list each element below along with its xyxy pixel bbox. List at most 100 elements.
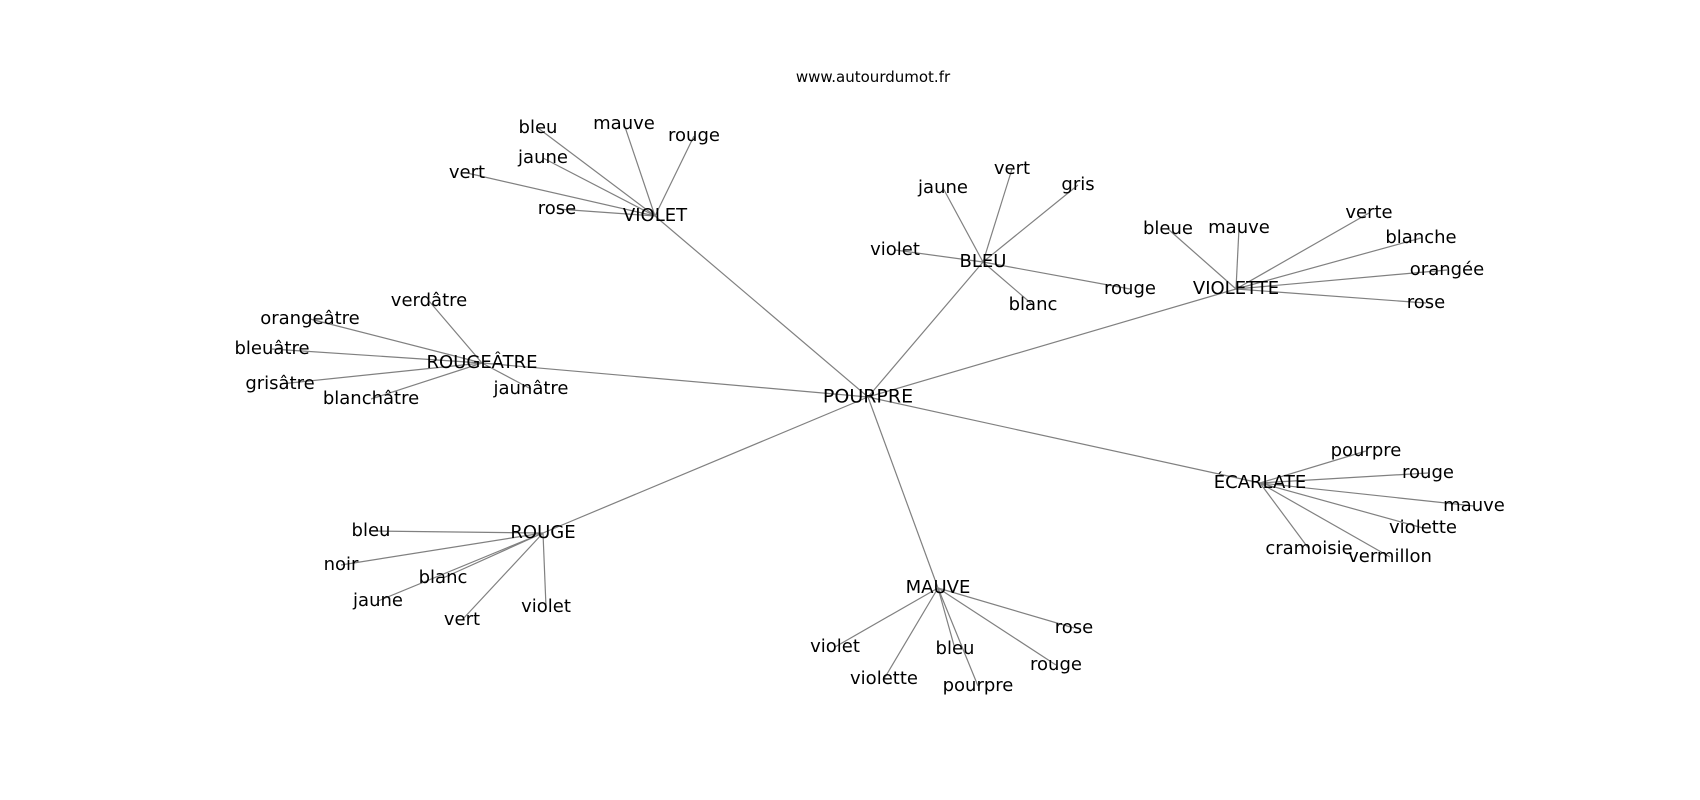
edge-center-1 — [867, 261, 984, 398]
hub-node-label[interactable]: ROUGEÂTRE — [427, 351, 538, 373]
leaf-node-label[interactable]: cramoisie — [1265, 538, 1352, 559]
edge-2-4 — [1235, 269, 1448, 290]
leaf-node-label[interactable]: jaune — [352, 590, 403, 611]
edge-6-4 — [937, 587, 1075, 629]
leaf-node-label[interactable]: rouge — [1030, 654, 1082, 675]
edge-1-2 — [982, 184, 1079, 263]
edge-3-0 — [428, 300, 483, 364]
edge-4-0 — [1259, 450, 1367, 484]
leaf-node-label[interactable]: grisâtre — [245, 373, 314, 394]
edge-4-2 — [1259, 482, 1475, 507]
leaf-node-label[interactable]: violet — [521, 596, 571, 617]
leaf-node-label[interactable]: pourpre — [943, 675, 1014, 696]
edge-6-5 — [937, 587, 1057, 666]
leaf-node-label[interactable]: verte — [1345, 202, 1392, 223]
edge-4-5 — [1259, 482, 1391, 558]
edge-3-1 — [309, 318, 483, 364]
edge-5-3 — [377, 532, 544, 602]
leaf-node-label[interactable]: violette — [850, 668, 918, 689]
leaf-node-label[interactable]: blanche — [1385, 227, 1456, 248]
edge-2-5 — [1235, 288, 1427, 304]
edges-layer — [271, 123, 1475, 687]
edge-0-3 — [542, 157, 656, 217]
edge-4-3 — [1259, 482, 1424, 529]
site-watermark: www.autourdumot.fr — [796, 68, 951, 86]
leaf-node-label[interactable]: blanc — [1009, 294, 1058, 315]
edge-2-2 — [1235, 212, 1370, 290]
leaf-node-label[interactable]: rose — [538, 198, 576, 219]
edge-4-4 — [1259, 482, 1310, 550]
edge-3-3 — [279, 362, 483, 385]
leaf-node-label[interactable]: vert — [994, 158, 1030, 179]
edge-6-2 — [937, 587, 956, 650]
leaf-node-label[interactable]: vermillon — [1348, 546, 1432, 567]
leaf-node-label[interactable]: bleu — [519, 117, 558, 138]
leaf-node-label[interactable]: rose — [1055, 617, 1093, 638]
leaf-node-label[interactable]: bleuâtre — [234, 338, 309, 359]
edge-center-5 — [542, 396, 869, 534]
edge-center-2 — [867, 288, 1237, 398]
leaf-node-label[interactable]: gris — [1061, 174, 1094, 195]
leaf-node-label[interactable]: bleu — [352, 520, 391, 541]
edge-5-0 — [370, 530, 544, 534]
edge-1-1 — [982, 168, 1013, 263]
edge-0-2 — [654, 135, 695, 217]
leaf-node-label[interactable]: vert — [444, 609, 480, 630]
edge-center-4 — [867, 396, 1261, 484]
leaf-node-label[interactable]: violette — [1389, 517, 1457, 538]
edge-center-0 — [654, 215, 869, 398]
leaf-node-label[interactable]: rouge — [1402, 462, 1454, 483]
edge-5-4 — [461, 532, 544, 621]
leaf-node-label[interactable]: blanc — [419, 567, 468, 588]
leaf-node-label[interactable]: orangée — [1410, 259, 1484, 280]
edge-center-6 — [867, 396, 939, 589]
edge-3-5 — [481, 362, 532, 390]
edge-6-3 — [937, 587, 979, 687]
edge-5-5 — [542, 532, 547, 608]
edge-1-4 — [982, 261, 1131, 290]
edge-6-0 — [834, 587, 939, 648]
edge-1-3 — [894, 249, 984, 263]
hub-node-label[interactable]: ÉCARLATE — [1214, 471, 1307, 493]
center-node-label[interactable]: POURPRE — [823, 386, 913, 408]
edge-0-1 — [623, 123, 656, 217]
leaf-node-label[interactable]: mauve — [593, 113, 655, 134]
edge-6-1 — [883, 587, 939, 680]
edge-center-3 — [481, 362, 869, 398]
leaf-node-label[interactable]: jaune — [517, 147, 568, 168]
edge-2-3 — [1235, 237, 1422, 290]
edge-0-0 — [537, 127, 656, 217]
edge-2-1 — [1235, 227, 1240, 290]
leaf-node-label[interactable]: pourpre — [1331, 440, 1402, 461]
leaf-node-label[interactable]: jaunâtre — [492, 378, 568, 399]
edge-3-4 — [370, 362, 483, 400]
edge-5-1 — [340, 532, 544, 566]
hub-node-label[interactable]: BLEU — [960, 251, 1007, 272]
leaf-node-label[interactable]: rouge — [668, 125, 720, 146]
labels-layer: POURPRE VIOLET bleu mauve rouge jaune vert rose… — [234, 113, 1504, 696]
edge-2-0 — [1167, 228, 1237, 290]
hub-node-label[interactable]: ROUGE — [510, 522, 575, 543]
leaf-node-label[interactable]: violet — [870, 239, 920, 260]
hub-node-label[interactable]: MAUVE — [906, 577, 971, 598]
leaf-node-label[interactable]: rouge — [1104, 278, 1156, 299]
leaf-node-label[interactable]: bleu — [936, 638, 975, 659]
leaf-node-label[interactable]: orangeâtre — [260, 308, 360, 329]
edge-3-2 — [271, 348, 483, 364]
edge-0-5 — [556, 208, 656, 217]
leaf-node-label[interactable]: vert — [449, 162, 485, 183]
leaf-node-label[interactable]: mauve — [1208, 217, 1270, 238]
leaf-node-label[interactable]: jaune — [917, 177, 968, 198]
leaf-node-label[interactable]: verdâtre — [391, 290, 467, 311]
leaf-node-label[interactable]: noir — [324, 554, 359, 575]
leaf-node-label[interactable]: blanchâtre — [323, 388, 419, 409]
hub-node-label[interactable]: VIOLETTE — [1193, 278, 1279, 299]
leaf-node-label[interactable]: violet — [810, 636, 860, 657]
leaf-node-label[interactable]: rose — [1407, 292, 1445, 313]
edge-0-4 — [466, 172, 656, 217]
hub-node-label[interactable]: VIOLET — [623, 205, 688, 226]
leaf-node-label[interactable]: bleue — [1143, 218, 1193, 239]
edge-4-1 — [1259, 472, 1429, 484]
leaf-node-label[interactable]: mauve — [1443, 495, 1505, 516]
